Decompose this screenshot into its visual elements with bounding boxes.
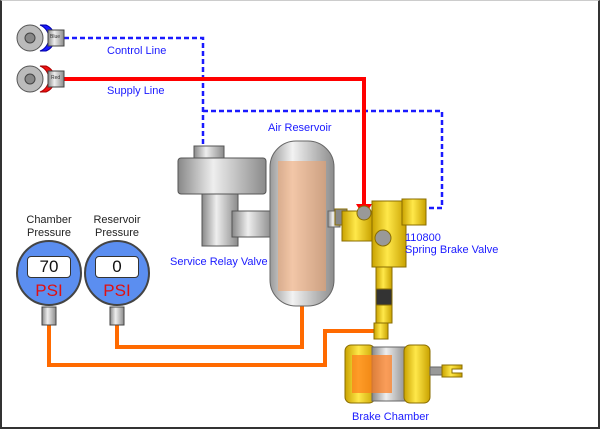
air-reservoir-label: Air Reservoir [268,122,332,134]
brake-chamber-label: Brake Chamber [352,411,430,423]
reservoir-pressure-unit: PSI [103,281,131,300]
control-line [64,36,444,210]
chamber-pressure-value: 70 [27,256,71,278]
air-reservoir-icon [269,140,341,307]
chamber-title-line1: Chamber [26,214,72,226]
brake-chamber-icon [344,344,463,404]
chamber-title-line2: Pressure [26,227,72,239]
reservoir-pressure-value: 0 [95,256,139,278]
service-relay-valve-label: Service Relay Valve [170,256,268,268]
spring-brake-valve-label: Spring Brake Valve [405,244,499,256]
control-gladhand-tag: Blue [50,34,61,40]
pressure-lines [47,306,377,367]
supply-gladhand-icon [16,65,65,93]
supply-gladhand-tag: Red [51,75,61,81]
reservoir-title-line1: Reservoir [93,214,141,226]
control-line-label: Control Line [107,45,167,57]
reservoir-title-line2: Pressure [94,227,140,239]
service-relay-valve-icon [177,145,273,247]
spring-brake-part-number: 110800 [405,232,441,244]
control-gladhand-icon [16,24,65,52]
chamber-pressure-unit: PSI [35,281,63,300]
spring-brake-valve-icon [334,198,427,340]
supply-line-label: Supply Line [107,85,165,97]
